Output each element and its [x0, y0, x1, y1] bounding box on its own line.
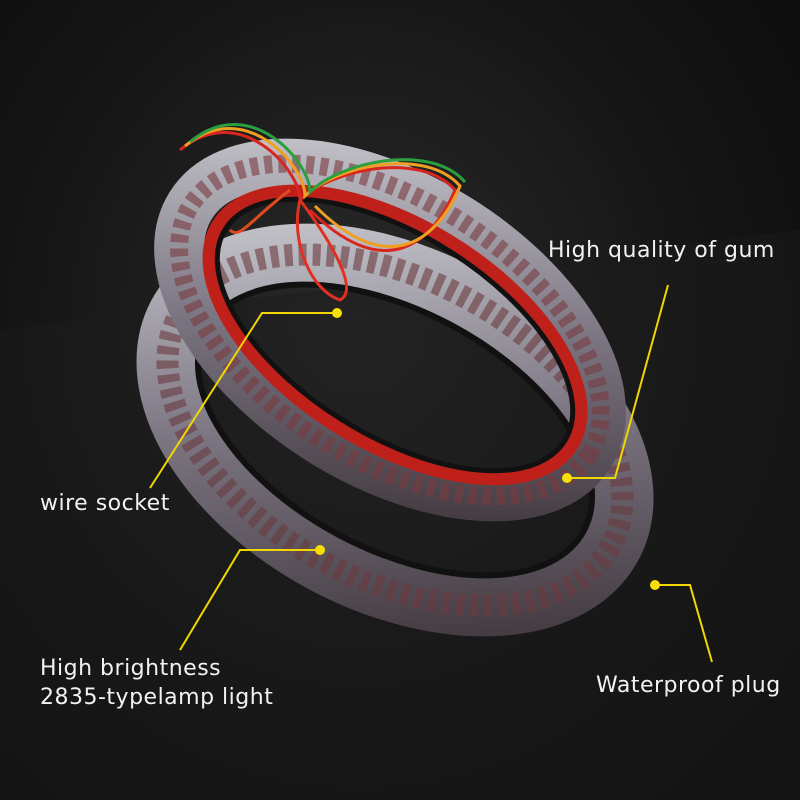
label-gum: High quality of gum	[548, 238, 775, 263]
label-brightness-line2: 2835-typelamp light	[40, 685, 274, 710]
wire-bundle	[179, 123, 467, 302]
callout-lines	[149, 284, 713, 663]
label-wire-socket: wire socket	[40, 491, 170, 516]
callout-dots	[315, 308, 660, 590]
upper-led-strip	[154, 138, 626, 522]
gum-dot	[562, 473, 572, 483]
label-brightness-line1: High brightness	[40, 656, 222, 681]
wire-socket-dot	[332, 308, 342, 318]
label-plug: Waterproof plug	[596, 673, 781, 698]
label-brightness: High brightness 2835-typelamp light	[40, 654, 273, 712]
plug-dot	[650, 580, 660, 590]
brightness-dot	[315, 545, 325, 555]
